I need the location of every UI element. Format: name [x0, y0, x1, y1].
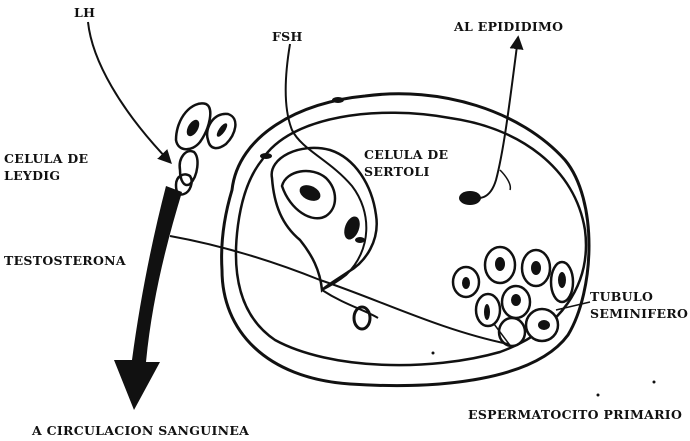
label-celula-leydig: CELULA DE LEYDIG	[4, 150, 88, 184]
label-celula-sertoli: CELULA DE SERTOLI	[364, 146, 448, 180]
stray-dot-2	[597, 394, 600, 397]
stray-dot-1	[432, 352, 435, 355]
label-celula-sertoli-line1: CELULA DE	[364, 146, 448, 163]
label-testosterona: TESTOSTERONA	[4, 252, 126, 269]
sertoli-nucleus-inner	[297, 182, 323, 204]
lh-arrow	[88, 22, 170, 162]
tubule-nucleus-5	[355, 237, 365, 243]
label-celula-sertoli-line2: SERTOLI	[364, 163, 448, 180]
label-a-circulacion-sanguinea: A CIRCULACION SANGUINEA	[32, 422, 249, 439]
epididymis-duct	[500, 170, 510, 190]
label-celula-leydig-line2: LEYDIG	[4, 167, 88, 184]
leydig-cells	[176, 103, 235, 194]
label-tubulo-line2: SEMINIFERO	[590, 305, 688, 322]
label-tubulo-seminifero: TUBULO SEMINIFERO	[590, 288, 688, 322]
blood-circulation-arrow	[114, 186, 182, 410]
sertoli-junction-line	[322, 290, 378, 318]
label-tubulo-line1: TUBULO	[590, 288, 688, 305]
label-espermatocito-primario: ESPERMATOCITO PRIMARIO	[468, 406, 682, 423]
label-celula-leydig-line1: CELULA DE	[4, 150, 88, 167]
stray-dot-3	[653, 381, 656, 384]
label-al-epididimo: AL EPIDIDIMO	[454, 18, 563, 35]
tubule-nucleus-3	[332, 97, 344, 103]
label-lh: LH	[74, 4, 95, 21]
label-fsh: FSH	[272, 28, 303, 45]
tubule-nucleus-4	[260, 153, 272, 159]
